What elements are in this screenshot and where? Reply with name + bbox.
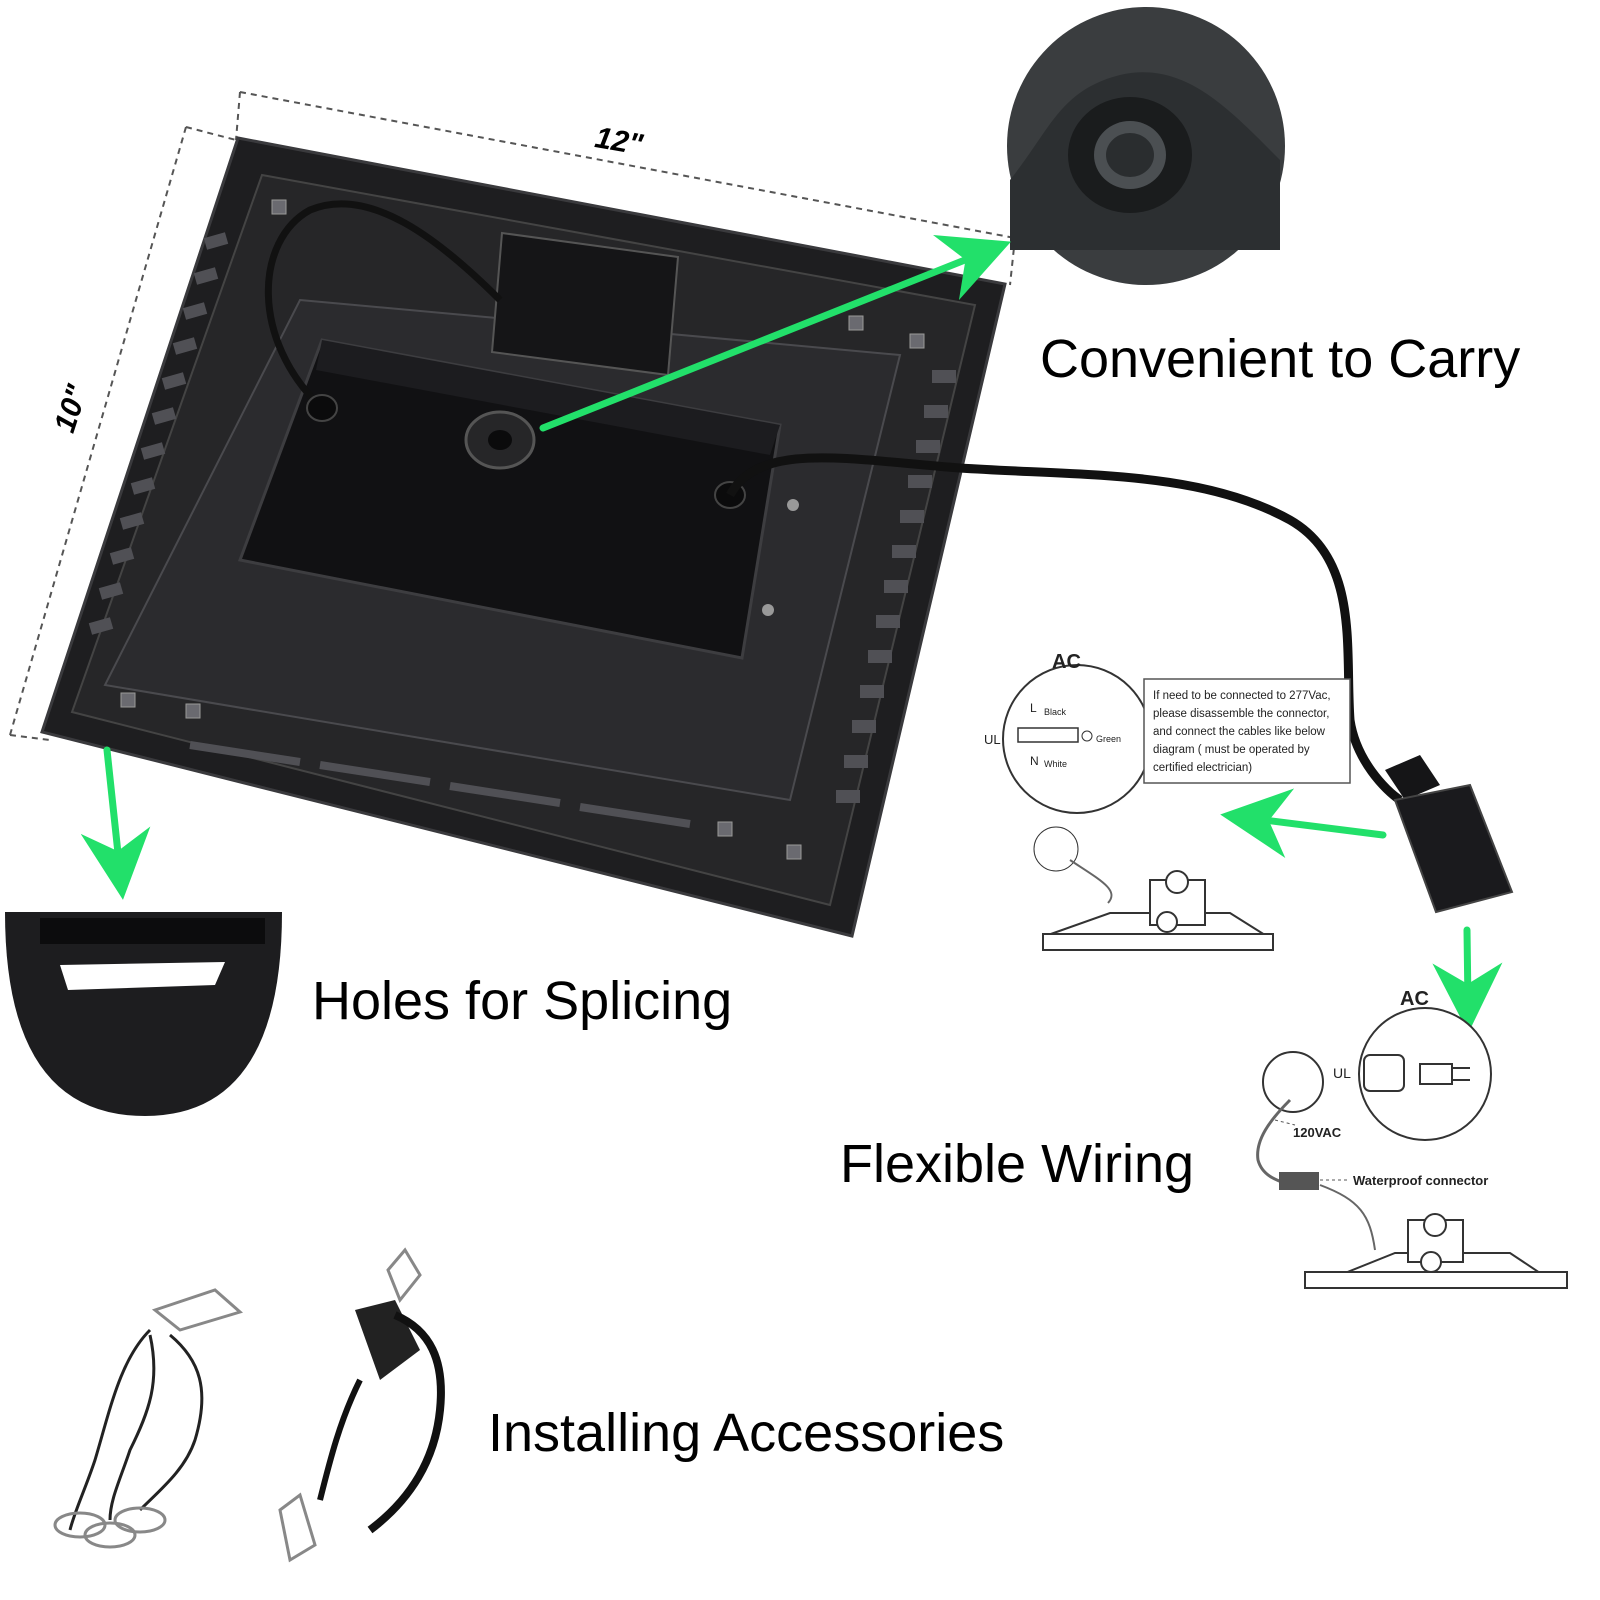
svg-text:UL: UL: [1333, 1065, 1351, 1081]
svg-text:White: White: [1044, 759, 1067, 769]
svg-text:L: L: [1030, 701, 1037, 715]
wiring-diagram-277: AC UL L Black N White Green If need to b…: [984, 651, 1351, 951]
dimension-lines: [9, 91, 1016, 741]
feature-title-carry: Convenient to Carry: [1040, 329, 1521, 389]
svg-text:AC: AC: [1400, 988, 1429, 1010]
accessory-safety-ropes: [53, 1288, 244, 1549]
svg-text:and connect the cables like be: and connect the cables like below: [1153, 726, 1326, 738]
arrow-to-120-diagram: [1432, 926, 1503, 1033]
arrow-to-277-diagram: [1220, 788, 1387, 858]
svg-text:Green: Green: [1096, 734, 1121, 744]
splice-hole-closeup: [5, 912, 282, 1116]
svg-text:N: N: [1030, 754, 1039, 768]
svg-text:diagram ( must be operated by: diagram ( must be operated by: [1153, 744, 1310, 756]
feature-title-wiring: Flexible Wiring: [840, 1134, 1195, 1194]
arrow-to-carry: [539, 235, 1012, 432]
arrow-to-splice: [80, 746, 151, 900]
accessory-rope-ratchet: [278, 1247, 445, 1563]
feature-title-splice: Holes for Splicing: [312, 971, 733, 1031]
callout-arrows: [80, 235, 1503, 1033]
svg-text:Black: Black: [1044, 707, 1067, 717]
feature-title-accessories: Installing Accessories: [488, 1403, 1005, 1463]
svg-text:UL: UL: [984, 732, 1001, 747]
svg-text:If need to be connected to 277: If need to be connected to 277Vac,: [1153, 690, 1331, 702]
wiring-diagram-120: AC UL 120VAC Waterproof connector: [1256, 988, 1568, 1289]
light-panel-back: [40, 136, 1514, 938]
carry-ring-closeup: [1007, 7, 1285, 285]
svg-text:AC: AC: [1052, 651, 1081, 673]
svg-text:Waterproof connector: Waterproof connector: [1353, 1173, 1488, 1188]
svg-text:120VAC: 120VAC: [1293, 1125, 1342, 1140]
svg-text:certified electrician): certified electrician): [1153, 762, 1252, 774]
svg-text:please disassemble the connect: please disassemble the connector,: [1153, 708, 1329, 720]
